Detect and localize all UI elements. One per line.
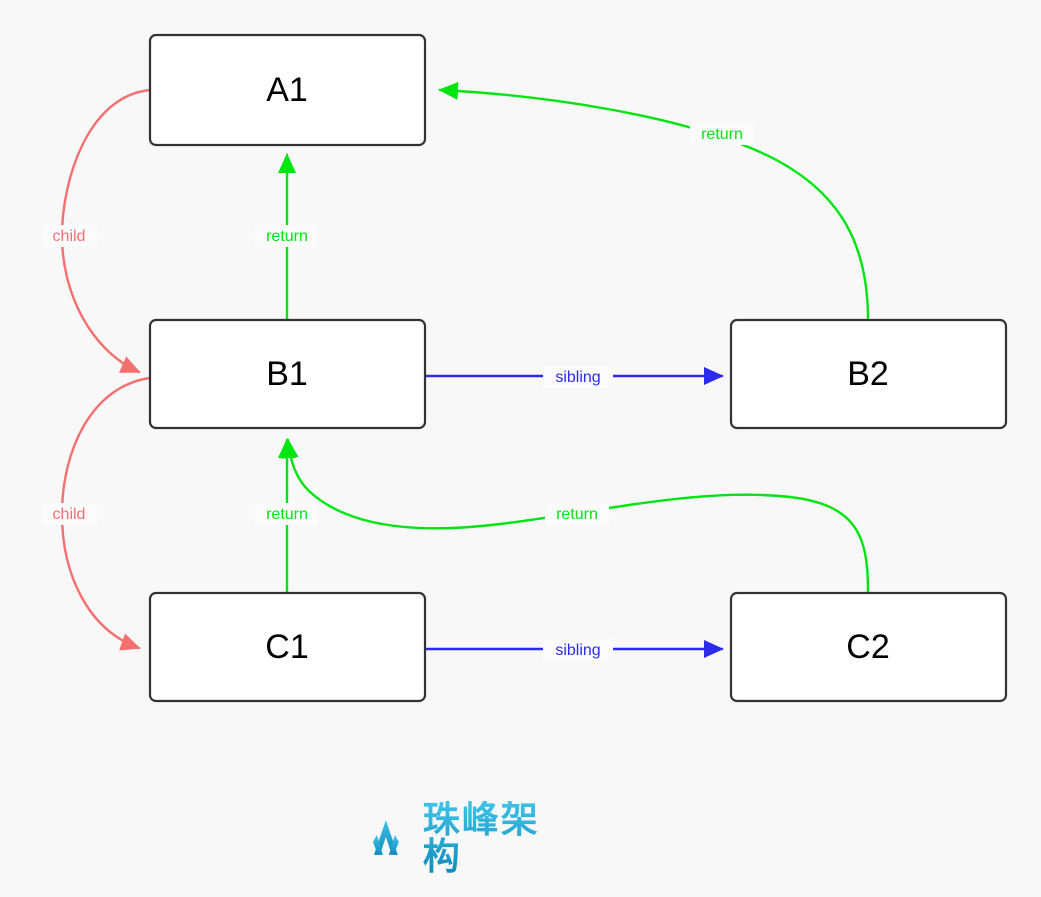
edge-label-return-2-text: return [266, 506, 308, 523]
node-c2[interactable]: C2 [729, 591, 1008, 703]
node-c1-box[interactable] [148, 591, 427, 703]
node-c2-box[interactable] [729, 591, 1008, 703]
edge-label-b1-a1-return: return [255, 225, 319, 247]
node-c1-label: C1 [265, 628, 308, 666]
node-c2-label: C2 [846, 628, 889, 666]
node-b1-box[interactable] [148, 318, 427, 430]
edge-label-b2-a1-return: return [690, 123, 754, 145]
edge-label-a1-b1-child: child [42, 225, 97, 247]
node-b2-label: B2 [847, 355, 889, 393]
edge-labels-layer: child child return return return return [42, 123, 754, 661]
node-a1-box[interactable] [148, 33, 427, 147]
node-b1[interactable]: B1 [148, 318, 427, 430]
node-b2-box[interactable] [729, 318, 1008, 430]
edge-label-return-4-text: return [556, 506, 598, 523]
edge-label-sibling-2-text: sibling [555, 642, 600, 659]
edge-b2-a1-return[interactable] [438, 81, 870, 322]
edge-label-child-2-text: child [53, 506, 86, 523]
edge-label-return-1-text: return [266, 228, 308, 245]
edge-label-return-3-text: return [701, 126, 743, 143]
nodes-layer: A1 B1 B2 C1 C2 [148, 33, 1008, 703]
edge-label-c1-c2-sibling: sibling [543, 639, 613, 661]
node-a1[interactable]: A1 [148, 33, 427, 147]
edge-label-b1-b2-sibling: sibling [543, 366, 613, 388]
edge-label-c1-b1-return: return [255, 503, 319, 525]
edge-label-b1-c1-child: child [42, 503, 97, 525]
edge-label-child-1-text: child [53, 228, 86, 245]
edge-label-sibling-1-text: sibling [555, 369, 600, 386]
node-c1[interactable]: C1 [148, 591, 427, 703]
node-a1-label: A1 [266, 71, 308, 109]
node-b2[interactable]: B2 [729, 318, 1008, 430]
node-b1-label: B1 [266, 355, 308, 393]
edge-label-c2-b1-return: return [545, 503, 609, 525]
